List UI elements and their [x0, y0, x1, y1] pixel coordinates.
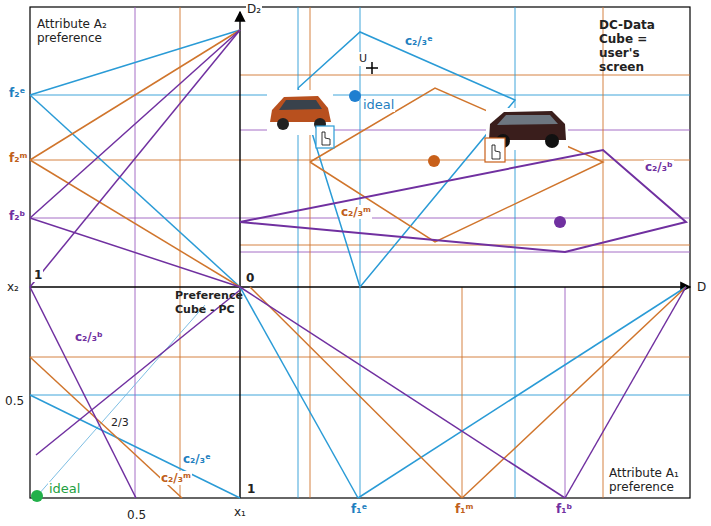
diagram-label: 0.5 [126, 508, 147, 522]
diagram-label: f₂ᵐ [8, 151, 28, 165]
diagram-label: f₁ᵇ [555, 502, 573, 516]
diagram-label: 0 [245, 271, 255, 285]
diagram-label: x₂ [6, 280, 20, 294]
diagram-label: Attribute A₂ preference [36, 17, 130, 45]
diagram-label: f₁ᵐ [454, 502, 474, 516]
diagram-label: Attribute A₁ preference [608, 466, 690, 494]
diagram-label: 1 [33, 268, 43, 282]
diagram-label: Preference Cube - PC [174, 289, 256, 317]
diagram-label: DC-Data Cube = user's screen [598, 18, 688, 74]
diagram-label: f₂ᵉ [8, 86, 26, 100]
diagram-label: f₂ᵇ [8, 209, 26, 223]
diagram-label: c₂/₃ᵉ [404, 34, 434, 48]
diagram-label: D₂ [246, 2, 262, 16]
diagram-label: c₂/₃ᵉ [182, 452, 212, 466]
diagram-label: 2/3 [110, 416, 130, 430]
diagram-label: 1 [246, 482, 256, 496]
diagram-label: ideal [362, 98, 395, 112]
diagram-label: c₂/₃ᵐ [340, 205, 372, 219]
diagram-label: c₂/₃ᵇ [74, 330, 104, 344]
diagram-label: D [696, 280, 707, 294]
diagram-label: f₁ᵉ [350, 502, 368, 516]
diagram-label: U [358, 52, 368, 66]
diagram-label: x₁ [233, 505, 247, 519]
diagram-label: c₂/₃ᵐ [160, 471, 192, 485]
diagram-label: 0.5 [4, 394, 25, 408]
diagram-label: c₂/₃ᵇ [644, 160, 674, 174]
diagram-label: ideal [48, 482, 81, 496]
